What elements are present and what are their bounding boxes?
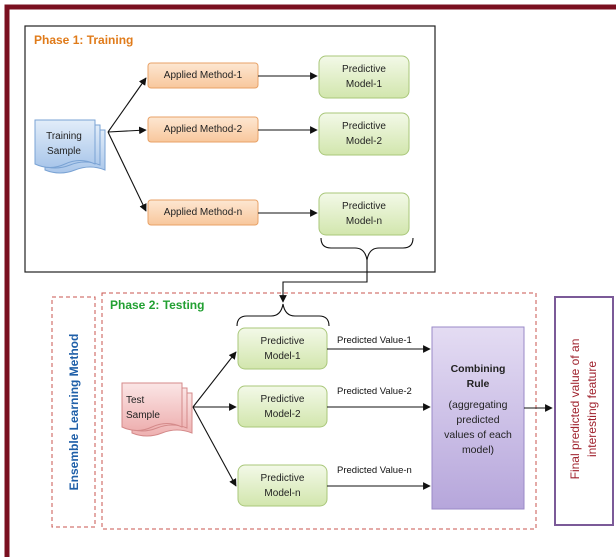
edge-train-mn	[107, 131, 147, 212]
edge-test-modeln	[192, 406, 237, 487]
edge-brace-phase2	[279, 260, 368, 303]
edge-train-m2	[107, 126, 147, 135]
test-sample-shape	[121, 382, 193, 437]
p1-model-box-1	[318, 55, 410, 99]
edge-test-model1	[192, 351, 237, 408]
p1-model-box-2	[318, 112, 410, 156]
outer-frame	[4, 4, 616, 557]
method-box-n	[147, 199, 259, 226]
predicted-value-label-2: Predicted Value-2	[337, 386, 412, 397]
final-value-box	[554, 296, 614, 526]
method-box-2	[147, 116, 259, 143]
p2-model-box-1	[237, 327, 328, 370]
final-predicted-value-label: Final predicted value of an interesting …	[568, 338, 599, 480]
method-box-1	[147, 62, 259, 89]
phase2-box	[101, 292, 537, 530]
ensemble-box	[51, 296, 96, 528]
predicted-value-label-1: Predicted Value-1	[337, 335, 412, 346]
combining-rule-box	[431, 326, 525, 510]
p2-model-box-2	[237, 385, 328, 428]
phase2-brace	[236, 303, 330, 327]
ensemble-method-label: Ensemble Learning Method	[67, 333, 81, 491]
edge-train-m1	[107, 77, 147, 133]
p2-model-box-n	[237, 464, 328, 507]
phase2-title: Phase 2: Testing	[110, 298, 205, 312]
p1-model-box-n	[318, 192, 410, 236]
training-sample-shape	[34, 119, 106, 174]
phase1-title: Phase 1: Training	[34, 33, 134, 47]
predicted-value-label-n: Predicted Value-n	[337, 465, 412, 476]
